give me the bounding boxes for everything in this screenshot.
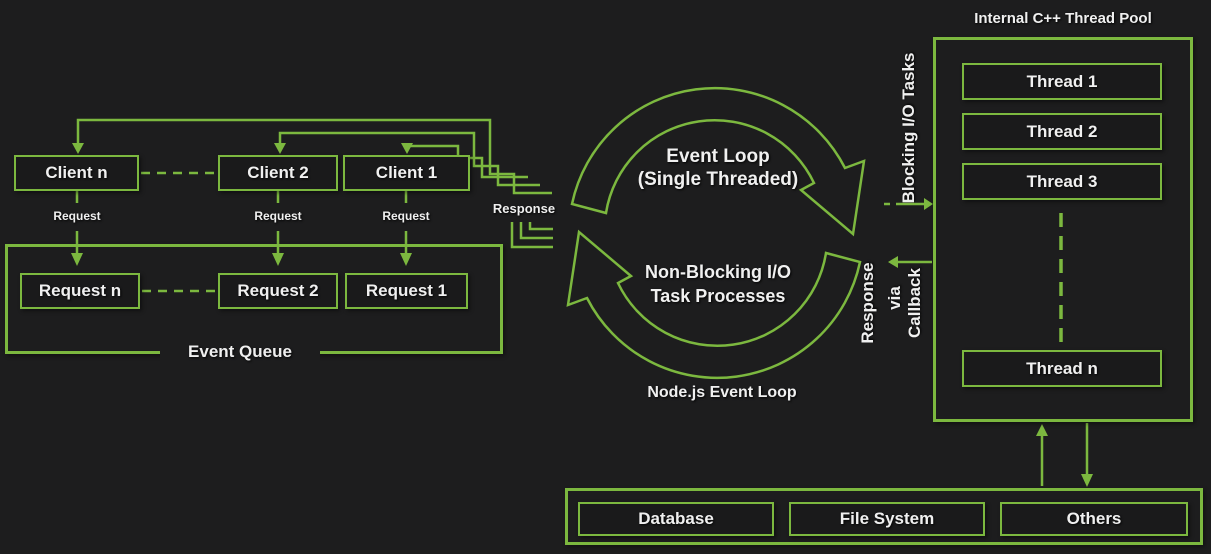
nonblocking-line1: Non-Blocking I/O bbox=[645, 262, 791, 282]
thread-3-label: Thread 3 bbox=[1026, 171, 1098, 191]
client-1-box: Client 1 bbox=[343, 155, 470, 191]
request-label-2: Request bbox=[254, 209, 302, 223]
event-loop-bottom-arc bbox=[566, 229, 862, 380]
response-bracket-inner bbox=[528, 222, 553, 231]
request-n-label: Request n bbox=[38, 281, 122, 300]
client-arrowhead-1 bbox=[72, 143, 84, 154]
thread-pool-frame bbox=[933, 37, 1193, 422]
response-line-inner bbox=[407, 144, 528, 179]
thread-pool-title: Internal C++ Thread Pool bbox=[974, 10, 1152, 27]
request-2-label: Request 2 bbox=[237, 281, 319, 300]
database-label: Database bbox=[638, 509, 714, 528]
client-arrowhead-3 bbox=[401, 143, 413, 154]
response-line-middle bbox=[278, 131, 540, 187]
request-1-label: Request 1 bbox=[365, 281, 448, 300]
blocking-arrowhead bbox=[924, 198, 933, 210]
event-loop-caption: Node.js Event Loop bbox=[647, 384, 797, 401]
via-word-label: via bbox=[885, 286, 904, 310]
queue-arrowhead-1 bbox=[71, 253, 83, 266]
response-bracket-outer bbox=[510, 222, 553, 249]
client-2-label: Client 2 bbox=[247, 163, 309, 182]
request-label-1: Request bbox=[53, 209, 101, 223]
queue-arrowhead-3 bbox=[400, 253, 412, 266]
request-2-box: Request 2 bbox=[218, 273, 338, 309]
callback-arrowhead bbox=[888, 256, 898, 268]
request-label-3: Request bbox=[382, 209, 430, 223]
thread-2-box: Thread 2 bbox=[962, 113, 1162, 150]
client-arrowhead-2 bbox=[274, 143, 286, 154]
others-label: Others bbox=[1066, 509, 1122, 528]
client-n-label: Client n bbox=[45, 163, 108, 182]
resource-up-arrowhead bbox=[1036, 424, 1048, 436]
thread-n-box: Thread n bbox=[962, 350, 1162, 387]
client-1-label: Client 1 bbox=[375, 163, 438, 182]
thread-1-label: Thread 1 bbox=[1026, 71, 1098, 91]
resources-frame bbox=[565, 488, 1203, 545]
blocking-io-tasks-label: Blocking I/O Tasks bbox=[899, 52, 918, 204]
queue-arrowhead-2 bbox=[272, 253, 284, 266]
request-n-box: Request n bbox=[20, 273, 140, 309]
thread-1-box: Thread 1 bbox=[962, 63, 1162, 100]
thread-3-box: Thread 3 bbox=[962, 163, 1162, 200]
event-queue-label: Event Queue bbox=[160, 340, 320, 364]
response-label: Response bbox=[492, 201, 556, 216]
file-system-box: File System bbox=[789, 502, 985, 536]
nonblocking-line2: Task Processes bbox=[650, 286, 786, 306]
response-word-label: Response bbox=[858, 262, 877, 344]
event-loop-title-line2: (Single Threaded) bbox=[637, 169, 799, 190]
others-box: Others bbox=[1000, 502, 1188, 536]
thread-2-label: Thread 2 bbox=[1026, 121, 1098, 141]
client-2-box: Client 2 bbox=[218, 155, 338, 191]
response-bracket-middle bbox=[519, 222, 553, 240]
database-box: Database bbox=[578, 502, 774, 536]
request-1-box: Request 1 bbox=[345, 273, 468, 309]
callback-word-label: Callback bbox=[905, 268, 924, 338]
client-n-box: Client n bbox=[14, 155, 139, 191]
response-line-outer bbox=[76, 118, 552, 195]
thread-n-label: Thread n bbox=[1026, 358, 1098, 378]
event-loop-title-line1: Event Loop bbox=[666, 146, 770, 167]
resource-down-arrowhead bbox=[1081, 474, 1093, 487]
file-system-label: File System bbox=[839, 509, 935, 528]
event-loop-top-arc bbox=[570, 86, 866, 237]
